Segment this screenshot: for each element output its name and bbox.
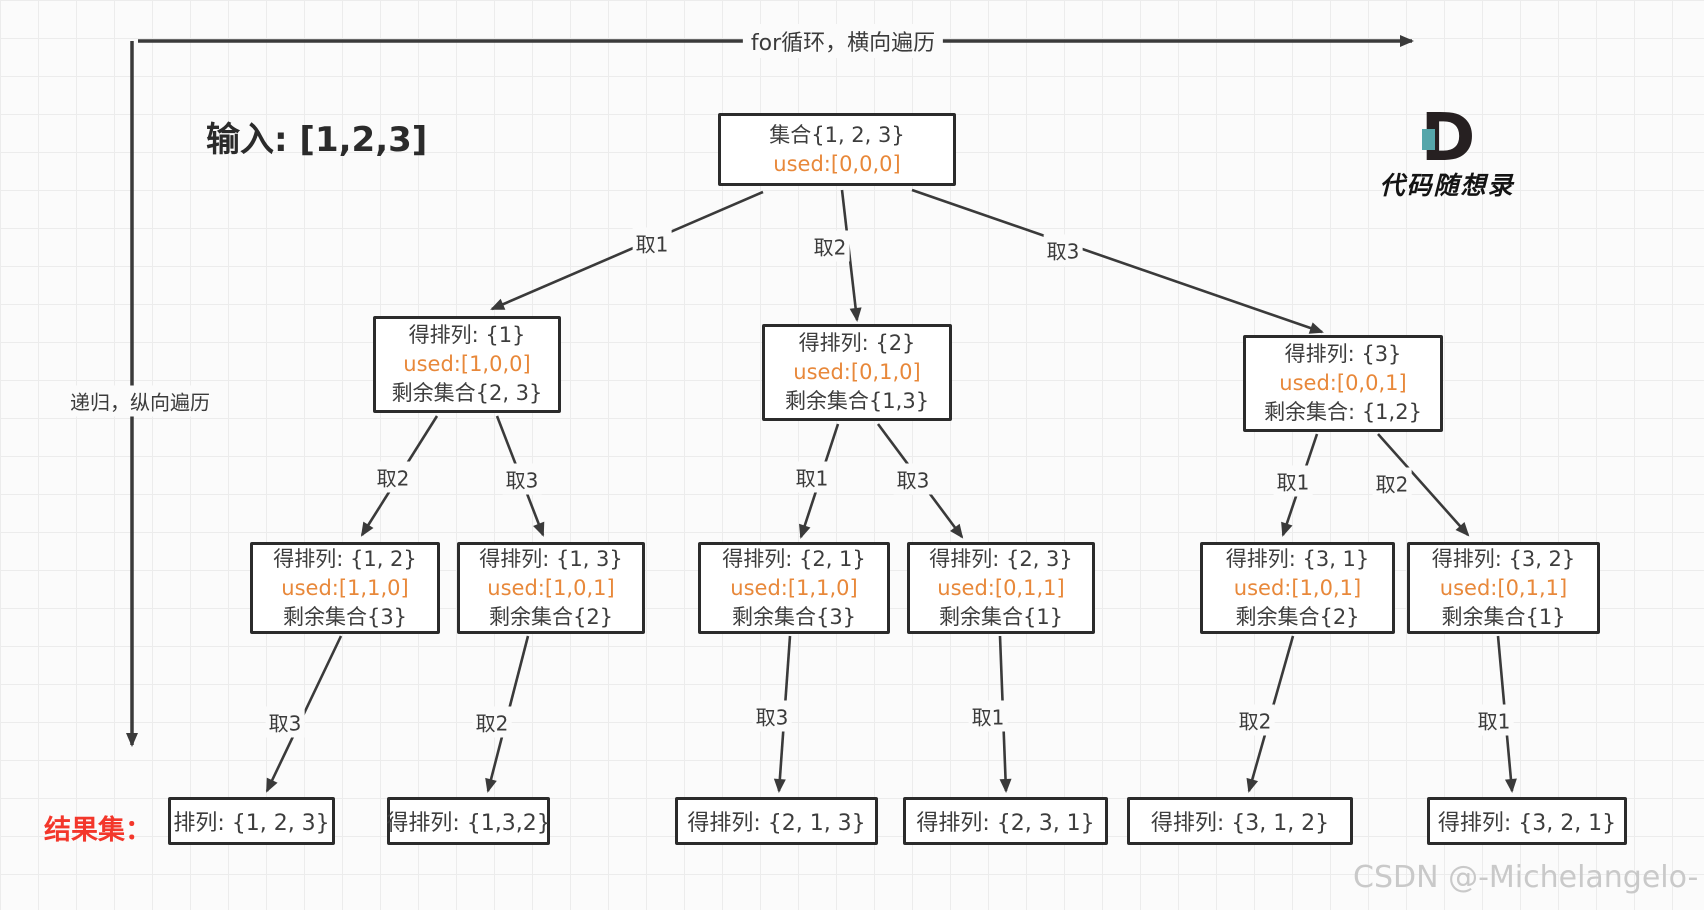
node-title: 得排列: {3, 1}	[1225, 546, 1370, 571]
edge-label-take-2: 取2	[810, 230, 850, 262]
node-title: 得排列: {2, 1}	[722, 546, 866, 571]
node-used: used:[1,1,0]	[730, 575, 858, 600]
result-node-321: 得排列: {3, 2, 1}	[1427, 797, 1627, 845]
node-used: used:[0,1,1]	[937, 575, 1065, 600]
edge-label-take: 取1	[1273, 465, 1313, 497]
node-used: used:[1,0,1]	[1233, 575, 1362, 600]
node-title: 得排列: {1, 3}	[479, 546, 623, 571]
edge-label-take: 取3	[752, 700, 792, 732]
root-node-set: 集合{1, 2, 3}	[769, 122, 905, 147]
node-perm-1: 得排列: {1} used:[1,0,0] 剩余集合{2, 3}	[373, 316, 561, 413]
node-title: 得排列: {3, 2}	[1431, 546, 1576, 571]
edge-label-take-1: 取1	[632, 227, 672, 259]
node-perm-13: 得排列: {1, 3} used:[1,0,1] 剩余集合{2}	[457, 542, 645, 634]
result-node-213: 得排列: {2, 1, 3}	[675, 797, 878, 845]
logo-teal-accent	[1421, 129, 1435, 150]
node-title: 得排列: {2, 3}	[929, 546, 1073, 571]
edge-label-take: 取2	[373, 461, 413, 493]
result-node-132: 得排列: {1,3,2}	[386, 797, 551, 845]
input-array-label: 输入: [1,2,3]	[206, 120, 428, 160]
node-rest: 剩余集合{3}	[282, 604, 408, 629]
node-rest: 剩余集合{1}	[1441, 604, 1566, 629]
edge-label-take: 取1	[792, 461, 832, 493]
node-perm-3: 得排列: {3} used:[0,0,1] 剩余集合: {1,2}	[1243, 335, 1443, 432]
node-rest: 剩余集合{1,3}	[784, 389, 930, 413]
edge-label-take-3: 取3	[1043, 234, 1083, 266]
node-perm-12: 得排列: {1, 2} used:[1,1,0] 剩余集合{3}	[250, 542, 440, 634]
node-rest: 剩余集合: {1,2}	[1264, 400, 1422, 424]
node-title: 得排列: {3}	[1284, 342, 1402, 366]
node-perm-32: 得排列: {3, 2} used:[0,1,1] 剩余集合{1}	[1407, 542, 1600, 634]
csdn-watermark: CSDN @-Michelangelo-	[1353, 860, 1699, 895]
edge-label-take: 取2	[1235, 704, 1275, 736]
daima-suixianglu-logo: D 代码随想录	[1352, 105, 1542, 202]
root-node-used: used:[0,0,0]	[773, 151, 901, 176]
edge-label-take: 取1	[1474, 704, 1514, 736]
edge-label-take: 取3	[893, 463, 933, 495]
node-title: 得排列: {2}	[798, 331, 916, 355]
node-perm-2: 得排列: {2} used:[0,1,0] 剩余集合{1,3}	[762, 324, 952, 421]
edge-label-take: 取3	[265, 706, 305, 738]
logo-text: 代码随想录	[1379, 171, 1515, 200]
edge-label-take: 取2	[472, 706, 512, 738]
result-node-312: 得排列: {3, 1, 2}	[1127, 797, 1353, 845]
for-loop-axis-label: for循环，横向遍历	[742, 24, 944, 58]
node-rest: 剩余集合{2, 3}	[391, 381, 543, 405]
node-rest: 剩余集合{3}	[731, 604, 857, 629]
node-rest: 剩余集合{1}	[938, 604, 1064, 629]
node-used: used:[1,0,1]	[487, 575, 615, 600]
node-used: used:[0,1,1]	[1439, 575, 1568, 600]
result-node-231: 得排列: {2, 3, 1}	[903, 797, 1108, 845]
result-set-label: 结果集：	[44, 815, 152, 846]
edge-label-take: 取3	[502, 463, 542, 495]
result-node-123: 排列: {1, 2, 3}	[168, 797, 335, 845]
node-perm-21: 得排列: {2, 1} used:[1,1,0] 剩余集合{3}	[698, 542, 890, 634]
node-rest: 剩余集合{2}	[488, 604, 614, 629]
node-perm-23: 得排列: {2, 3} used:[0,1,1] 剩余集合{1}	[907, 542, 1095, 634]
logo-d-icon: D	[1421, 105, 1476, 171]
node-used: used:[0,1,0]	[793, 360, 921, 384]
edge-label-take: 取1	[968, 700, 1008, 732]
node-rest: 剩余集合{2}	[1235, 604, 1360, 629]
node-title: 得排列: {1, 2}	[273, 546, 417, 571]
node-used: used:[0,0,1]	[1279, 371, 1407, 395]
node-title: 得排列: {1}	[408, 323, 526, 347]
edge-label-take: 取2	[1372, 467, 1412, 499]
root-node: 集合{1, 2, 3} used:[0,0,0]	[718, 113, 956, 186]
node-perm-31: 得排列: {3, 1} used:[1,0,1] 剩余集合{2}	[1200, 542, 1395, 634]
node-used: used:[1,0,0]	[403, 352, 531, 376]
node-used: used:[1,1,0]	[281, 575, 409, 600]
recursion-axis-label: 递归，纵向遍历	[67, 385, 213, 417]
